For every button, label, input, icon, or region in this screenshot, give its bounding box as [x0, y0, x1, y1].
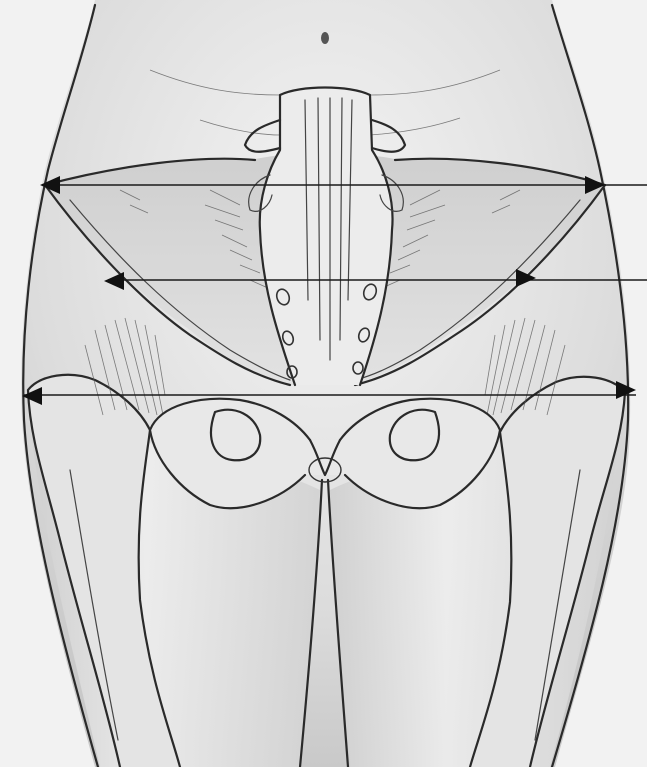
navel	[321, 32, 329, 44]
